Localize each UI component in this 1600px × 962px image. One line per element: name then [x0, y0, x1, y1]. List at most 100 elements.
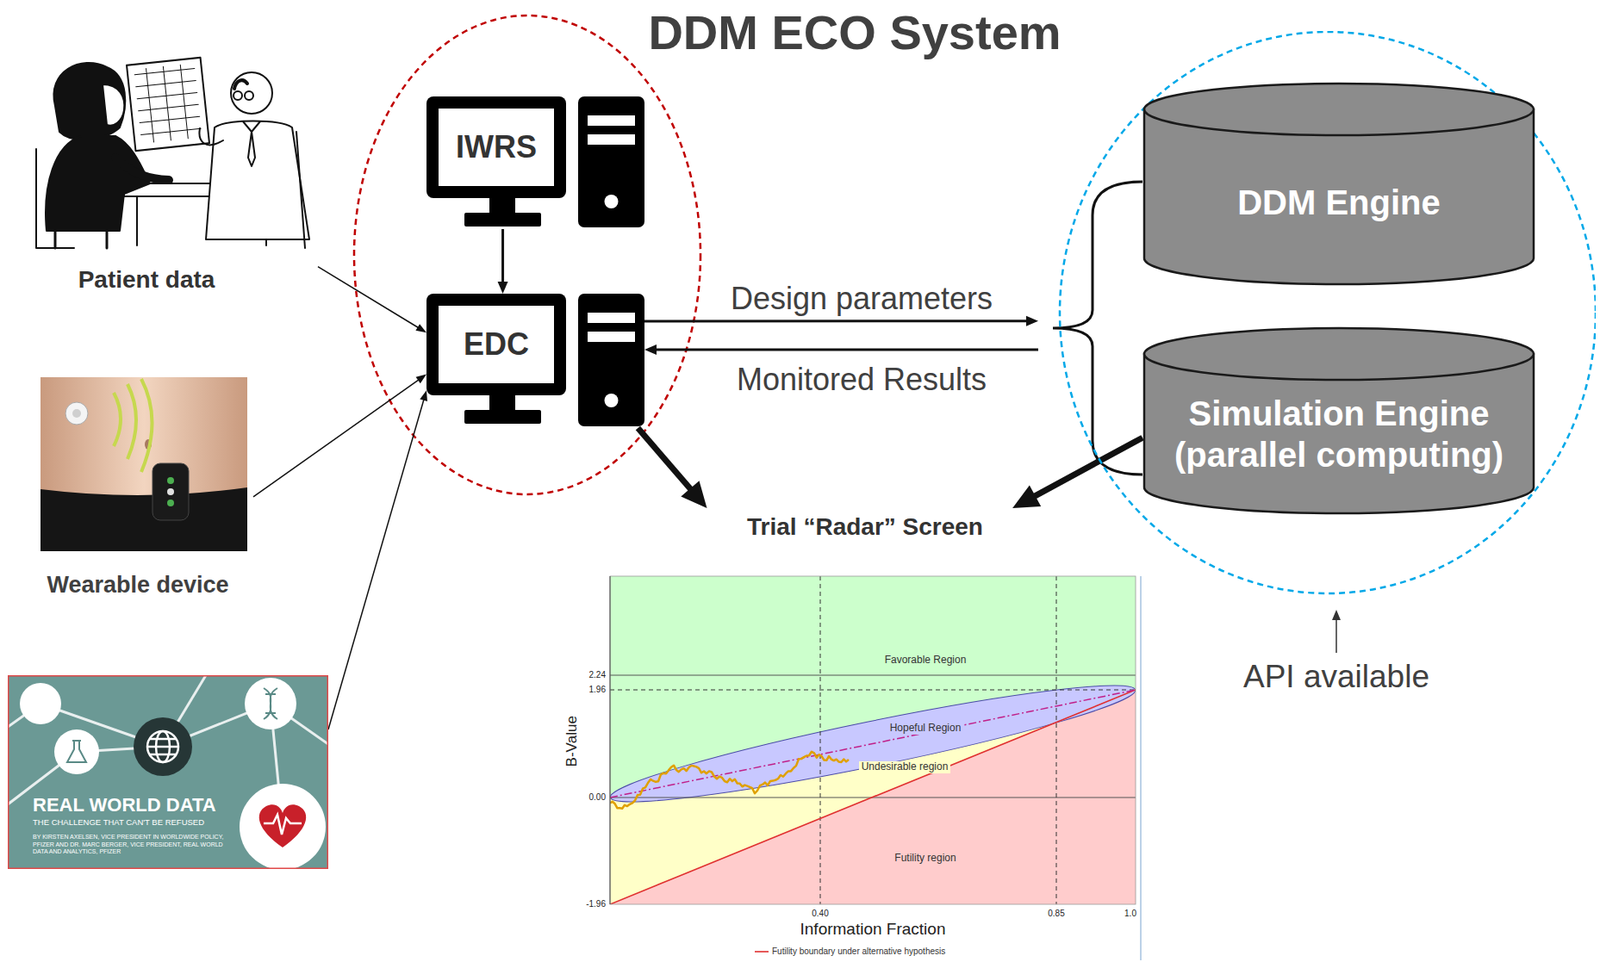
- connector-line: [637, 428, 693, 493]
- shape-path: [45, 136, 150, 231]
- connector-line: [653, 348, 1039, 351]
- connector-line: [644, 319, 1029, 323]
- expected-path: [610, 690, 1136, 798]
- shape-circle: [230, 72, 273, 114]
- chart-label: Hopeful Region: [887, 722, 965, 735]
- node-text: THE CHALLENGE THAT CAN'T BE REFUSED: [32, 818, 205, 829]
- node-text: Wearable device: [46, 572, 229, 599]
- shape-path: [199, 128, 224, 145]
- connector-arrow: [317, 267, 427, 334]
- shape-path: [40, 487, 248, 552]
- chart-label: 0.40: [811, 908, 829, 920]
- plot-regions: [610, 576, 1136, 905]
- shape-circle: [167, 477, 175, 485]
- shape-rect: [587, 312, 636, 324]
- shape-polyline: [263, 815, 302, 835]
- node-text: IWRS: [455, 129, 537, 165]
- shape-path: [102, 84, 125, 126]
- grid-line: [1056, 576, 1058, 905]
- arrow-head: [644, 344, 657, 355]
- system-group-outline: [354, 15, 701, 495]
- observed-path: [610, 752, 849, 810]
- node-text: REAL WORLD DATA: [32, 794, 217, 816]
- connector-line: [501, 229, 505, 285]
- shape-circle: [133, 717, 193, 777]
- shape-g: [147, 731, 179, 763]
- edge-label: Design parameters: [730, 280, 993, 317]
- api-pointer-arrow: [1332, 610, 1341, 654]
- iwrs-computer: IWRS: [426, 96, 645, 230]
- arrow-head: [1026, 316, 1039, 327]
- node-text: Simulation Engine (parallel computing): [1149, 392, 1529, 476]
- connector-arrow: [328, 390, 428, 730]
- patient-data-source: Patient data: [20, 45, 318, 300]
- shape-rect: [126, 57, 210, 151]
- node-text: DDM Engine: [1237, 182, 1441, 223]
- y-axis: [610, 576, 611, 905]
- plot-frame: [610, 576, 1136, 905]
- shape-circle: [604, 393, 619, 408]
- shape-rect: [7, 675, 329, 870]
- shape-circle: [604, 194, 619, 209]
- chart-label: Undesirable region: [859, 761, 952, 774]
- image-edge: [1139, 576, 1141, 961]
- chart-label: Favorable Region: [884, 654, 967, 667]
- edc-computer: EDC: [426, 293, 645, 429]
- shape-rect: [438, 108, 555, 187]
- shape-path: [263, 688, 278, 720]
- connector-arrow: [498, 229, 509, 294]
- arrow-head: [415, 323, 427, 333]
- chart-label: 0.00: [589, 792, 606, 804]
- arrow-head: [498, 281, 509, 294]
- wearable-sensor-photo: [37, 377, 254, 604]
- shape-rect: [426, 293, 567, 396]
- shape-path: [55, 230, 107, 249]
- edge-label: Monitored Results: [736, 361, 987, 398]
- real-world-data-card: REAL WORLD DATA THE CHALLENGE THAT CAN'T …: [7, 675, 329, 870]
- node-text: BY KIRSTEN AXELSEN, VICE PRESIDENT IN WO…: [32, 834, 236, 856]
- connector-arrow: [644, 316, 1039, 327]
- shape-rect: [489, 394, 516, 411]
- connector-arrow: [637, 428, 707, 509]
- shape-path: [53, 62, 125, 140]
- patient-visit-drawing: [20, 45, 318, 300]
- shape-rect: [578, 96, 645, 228]
- curly-bracket: [1052, 181, 1143, 475]
- shape-path: [113, 392, 121, 447]
- shape-ellipse: [1059, 31, 1596, 594]
- shape-circle: [233, 91, 243, 100]
- shape-path: [134, 63, 203, 144]
- shape-rect: [426, 96, 567, 199]
- shape-rect: [8, 676, 329, 870]
- shape-path: [205, 121, 310, 241]
- legend-text: Futility boundary under alternative hypo…: [771, 946, 946, 958]
- grid-line: [610, 690, 1136, 692]
- shape-circle: [72, 409, 81, 418]
- shape-circle: [147, 731, 179, 763]
- node-text: Trial “Radar” Screen: [747, 513, 984, 542]
- trial-radar-screen: Trial “Radar” Screen: [560, 508, 1148, 961]
- simulation-engine: Simulation Engine (parallel computing): [1142, 326, 1536, 516]
- pointer-line: [1335, 618, 1338, 654]
- chart-label: B-Value: [563, 715, 581, 767]
- pointer-head: [1332, 610, 1341, 621]
- legend-line-sample: [754, 951, 769, 953]
- chart-label: -1.96: [585, 899, 606, 910]
- connector-line: [317, 267, 420, 330]
- shape-rect: [438, 305, 555, 384]
- arrow-head: [419, 390, 428, 402]
- shape-rect: [578, 293, 645, 427]
- shape-circle: [65, 402, 88, 425]
- shape-rect: [489, 197, 516, 214]
- shape-path: [127, 384, 137, 460]
- diagram-title: DDM ECO System: [647, 5, 1061, 61]
- connector-arrow: [1012, 437, 1143, 509]
- chart-label: 1.0: [1124, 908, 1137, 920]
- arrow-head: [680, 480, 707, 509]
- connector-line: [253, 379, 420, 498]
- connector-arrow: [644, 344, 1039, 355]
- shape-rect: [40, 377, 248, 507]
- shape-path: [259, 804, 306, 848]
- shape-rect: [464, 212, 542, 227]
